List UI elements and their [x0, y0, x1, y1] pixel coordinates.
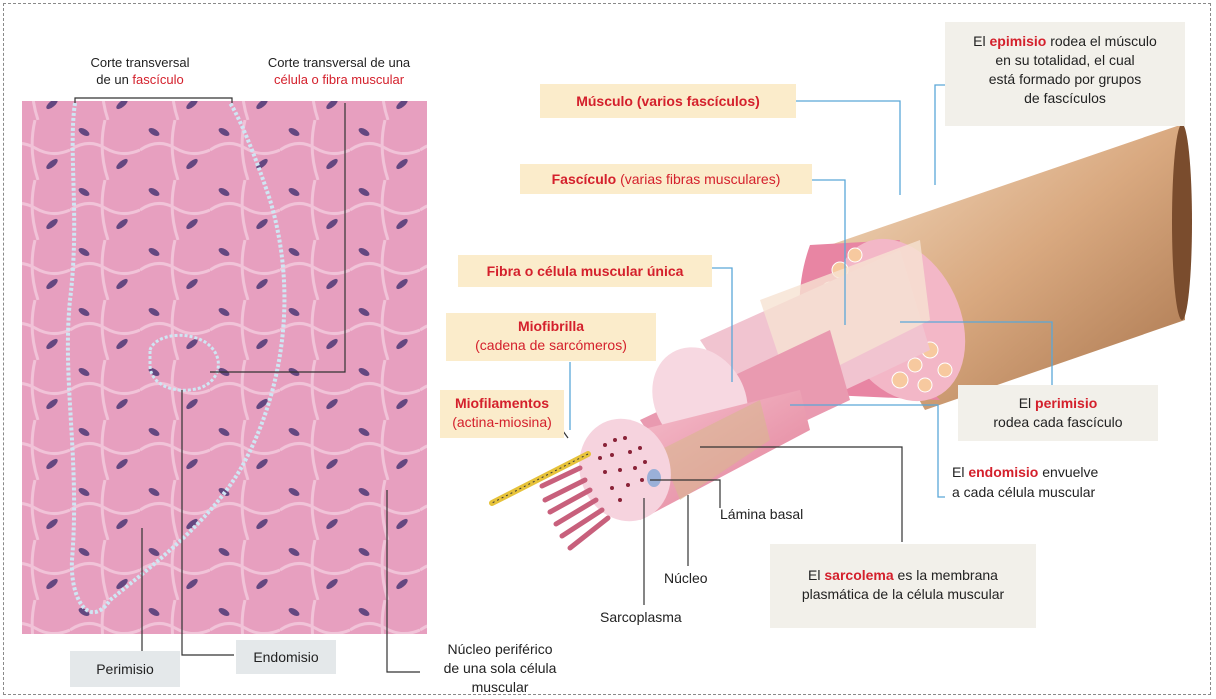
endomisio-term: endomisio: [968, 464, 1038, 480]
sarco-post: es la membrana: [894, 567, 998, 583]
cell-term: célula o fibra muscular: [244, 71, 434, 88]
fasciculo-desc: (varias fibras musculares): [616, 171, 780, 187]
peripheral-nucleus-line1: Núcleo periférico: [420, 640, 580, 659]
nucleo-label: Núcleo: [664, 570, 708, 587]
endo-pre: El: [952, 464, 968, 480]
peripheral-nucleus-label: Núcleo periférico de una sola célula mus…: [420, 640, 580, 697]
epi-line2: en su totalidad, el cual: [945, 51, 1185, 70]
musculo-label: Músculo (varios fascículos): [540, 84, 796, 118]
fasciculo-term: Fascículo: [552, 171, 617, 187]
fasciculo-label: Fascículo (varias fibras musculares): [520, 164, 812, 194]
endo-post: envuelve: [1038, 464, 1098, 480]
endomisio-label: Endomisio: [236, 640, 336, 674]
miofibrilla-desc: (cadena de sarcómeros): [446, 336, 656, 355]
sarco-line2: plasmática de la célula muscular: [770, 585, 1036, 604]
fascicle-line2-pre: de un: [96, 72, 132, 87]
cell-cross-section-label: Corte transversal de una célula o fibra …: [244, 54, 434, 88]
miofilamentos-desc: (actina-miosina): [440, 413, 564, 432]
musculo-term: Músculo (varios fascículos): [576, 93, 760, 109]
endomisio-desc-label: El endomisio envuelve a cada célula musc…: [952, 462, 1098, 502]
fascicle-line2: de un fascículo: [80, 71, 200, 88]
endo-line2: a cada célula muscular: [952, 482, 1098, 502]
sarcolema-label: El sarcolema es la membrana plasmática d…: [770, 544, 1036, 628]
perimisio-desc-label: El perimisio rodea cada fascículo: [958, 385, 1158, 441]
fascicle-cross-section-label: Corte transversal de un fascículo: [80, 54, 200, 88]
sarcolema-term: sarcolema: [824, 567, 893, 583]
fascicle-line1: Corte transversal: [80, 54, 200, 71]
miofilamentos-term: Miofilamentos: [440, 394, 564, 413]
peri-pre: El: [1019, 395, 1035, 411]
miofibrilla-label: Miofibrilla (cadena de sarcómeros): [446, 313, 656, 361]
sarcoplasma-label: Sarcoplasma: [600, 609, 682, 626]
lamina-basal-label: Lámina basal: [720, 506, 803, 523]
peri-line2: rodea cada fascículo: [958, 413, 1158, 432]
fibra-term: Fibra o célula muscular única: [487, 263, 684, 279]
micrograph: [22, 101, 427, 634]
miofilamentos-label: Miofilamentos (actina-miosina): [440, 390, 564, 438]
epimisio-label: El epimisio rodea el músculo en su total…: [945, 22, 1185, 126]
epi-line3: está formado por grupos: [945, 70, 1185, 89]
perimisio-label: Perimisio: [70, 651, 180, 687]
miofibrilla-term: Miofibrilla: [446, 317, 656, 336]
cell-line1: Corte transversal de una: [244, 54, 434, 71]
perimisio-term: perimisio: [1035, 395, 1097, 411]
fibra-label: Fibra o célula muscular única: [458, 255, 712, 287]
epi-pre: El: [973, 33, 989, 49]
peripheral-nucleus-line2: de una sola célula muscular: [420, 659, 580, 697]
epi-line4: de fascículos: [945, 89, 1185, 108]
epi-post: rodea el músculo: [1046, 33, 1157, 49]
epimisio-term: epimisio: [990, 33, 1047, 49]
fascicle-term: fascículo: [132, 72, 183, 87]
sarco-pre: El: [808, 567, 824, 583]
